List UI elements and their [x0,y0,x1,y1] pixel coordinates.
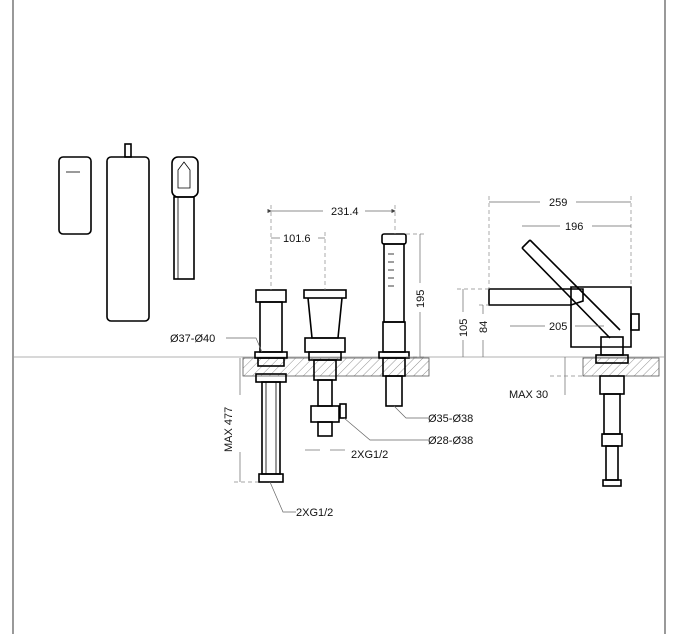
dim-diameter-37-40: Ø37-Ø40 [170,333,215,345]
handshower [378,233,410,407]
spout-mixer [488,239,640,487]
dimension-lines [226,196,632,513]
valve-middle [303,289,347,437]
handshower-side-view [106,143,150,322]
dim-thread-middle: 2XG1/2 [351,449,388,461]
valve-left [254,289,288,483]
dimension-labels: 231.4 101.6 195 259 196 105 84 205 MAX 3… [170,197,583,519]
dim-max-30: MAX 30 [509,389,548,401]
dim-196: 196 [565,221,583,233]
dim-259: 259 [549,197,567,209]
dim-205: 205 [549,321,567,333]
dim-195: 195 [415,290,427,308]
dim-105: 105 [458,319,470,337]
dim-thread-left: 2XG1/2 [296,507,333,519]
dim-diameter-35-38: Ø35-Ø38 [428,413,473,425]
dim-diameter-28-38: Ø28-Ø38 [428,435,473,447]
dim-max-477: MAX 477 [223,407,235,452]
drawing-frame [12,0,666,634]
dim-231-4: 231.4 [331,206,359,218]
dim-84: 84 [478,321,490,333]
lever-side-view [58,156,92,235]
dim-101-6: 101.6 [283,233,311,245]
spout-side-view [171,156,199,280]
